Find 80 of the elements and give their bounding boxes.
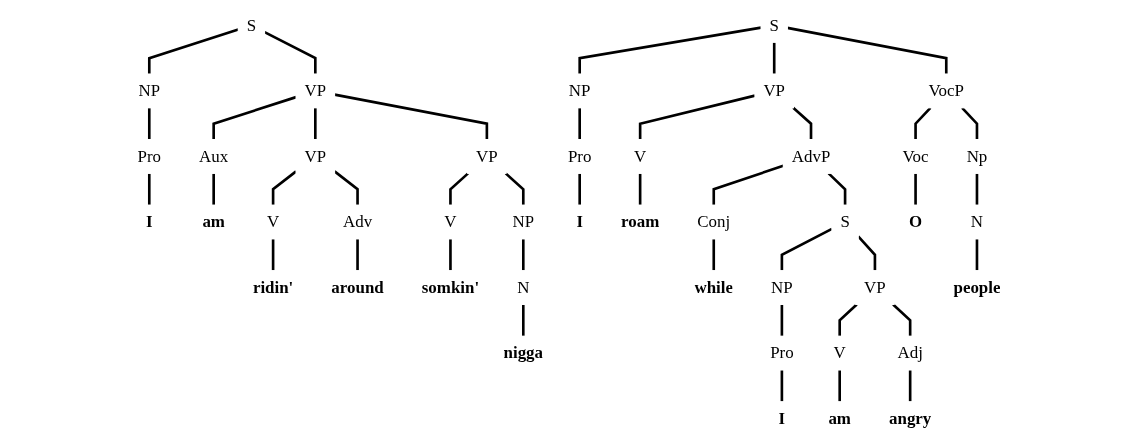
node-text: I xyxy=(145,212,153,231)
node-text: Pro xyxy=(567,146,592,165)
connector xyxy=(578,173,581,206)
node-text: VP xyxy=(304,146,327,165)
node-text: S xyxy=(769,15,779,34)
node-text: V xyxy=(444,212,457,231)
node-text: VP xyxy=(476,146,498,165)
connector xyxy=(961,106,979,140)
node-text: I xyxy=(576,212,583,231)
connector xyxy=(521,304,525,337)
connector xyxy=(314,107,317,140)
connector xyxy=(333,170,359,206)
connector xyxy=(356,238,359,271)
connector xyxy=(914,173,917,206)
connector xyxy=(334,93,489,140)
node-text: AdvP xyxy=(791,146,831,165)
node-text: Aux xyxy=(199,146,229,165)
node-text: Np xyxy=(966,146,988,165)
node-text: S xyxy=(246,15,257,34)
connector xyxy=(147,173,151,206)
node-text: Conj xyxy=(697,212,731,231)
node-text: Adv xyxy=(342,212,373,231)
connector xyxy=(780,304,784,337)
node-text: VP xyxy=(763,81,786,100)
node-text: am xyxy=(828,409,851,428)
connector xyxy=(892,303,912,337)
connector xyxy=(780,370,784,402)
node-text: NP xyxy=(138,81,161,100)
connector xyxy=(712,164,784,206)
node-text: VP xyxy=(864,278,886,296)
node-text: N xyxy=(970,212,984,231)
node-text: V xyxy=(266,212,280,231)
node-text: VocP xyxy=(928,81,964,100)
connector xyxy=(975,173,979,206)
node-text: somkin' xyxy=(421,278,480,296)
node-text: angry xyxy=(889,409,932,428)
connector xyxy=(271,238,275,271)
node-text: Adj xyxy=(897,343,923,362)
node-text: NP xyxy=(771,278,793,296)
node-text: ridin' xyxy=(252,278,294,296)
node-text: around xyxy=(331,278,384,296)
connector xyxy=(638,173,642,206)
connector xyxy=(504,172,525,206)
connector xyxy=(914,106,932,140)
node-text: NP xyxy=(568,81,591,100)
connector xyxy=(147,107,151,140)
node-text: people xyxy=(953,278,1001,296)
connector xyxy=(712,238,716,271)
connector xyxy=(792,106,813,140)
node-text: I xyxy=(778,409,786,428)
node-text: nigga xyxy=(503,343,544,362)
connector xyxy=(827,172,847,206)
node-text: V xyxy=(833,343,846,362)
connector xyxy=(838,303,858,337)
connector xyxy=(787,26,948,74)
connector xyxy=(975,238,979,271)
connector xyxy=(578,107,581,140)
node-text: N xyxy=(517,278,530,296)
node-text: V xyxy=(634,146,647,165)
node-text: Voc xyxy=(902,146,929,165)
connector xyxy=(857,235,877,271)
connector xyxy=(908,370,912,402)
connector xyxy=(578,26,762,74)
node-text: Pro xyxy=(137,146,162,165)
connector xyxy=(521,238,525,271)
connector xyxy=(449,238,452,271)
node-text: roam xyxy=(621,212,660,231)
connector xyxy=(212,173,215,206)
connector xyxy=(147,28,239,74)
node-text: while xyxy=(694,278,734,296)
connector xyxy=(449,172,469,206)
node-text: Pro xyxy=(770,343,794,362)
node-text: NP xyxy=(512,212,535,231)
node-text: S xyxy=(840,212,850,231)
node-text: O xyxy=(908,212,923,231)
connector xyxy=(271,170,297,206)
node-text: am xyxy=(202,212,225,231)
connector xyxy=(772,42,776,74)
connector xyxy=(838,370,841,402)
connector xyxy=(212,95,297,140)
